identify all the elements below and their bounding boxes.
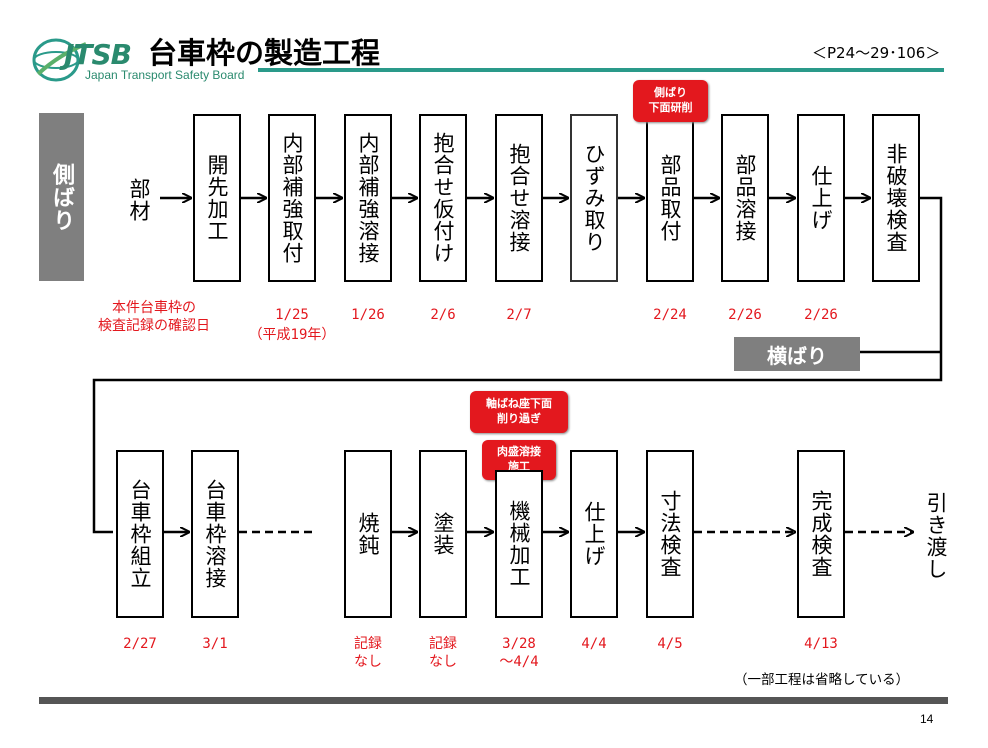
delivery: 引き渡し: [924, 492, 949, 580]
connector-row1-row3: [92, 196, 943, 534]
date-row1-3: 2/6: [430, 307, 456, 323]
step-frame-assembly: 台車枠組立: [116, 450, 164, 618]
header-rule: [258, 68, 944, 72]
footer-rule: [39, 697, 948, 704]
page-title: 台車枠の製造工程: [148, 36, 381, 70]
step-parts-weld: 部品溶接: [721, 114, 769, 282]
step-distortion-removal: ひずみ取り: [570, 114, 618, 282]
step-annealing: 焼鈍: [344, 450, 392, 618]
start-material: 部材: [127, 178, 152, 222]
step-frame-weld: 台車枠溶接: [191, 450, 239, 618]
step-tack-weld: 抱合せ仮付け: [419, 114, 467, 282]
date-row1-4: 2/7: [506, 307, 532, 323]
date-row3-6: 4/4: [581, 636, 607, 652]
step-nondestructive-inspection: 非破壊検査: [872, 114, 920, 282]
logo-subtitle: Japan Transport Safety Board: [85, 68, 245, 82]
date-row3-1: 2/27: [123, 636, 157, 652]
step-parts-attach: 部品取付: [646, 114, 694, 282]
date-row1-1: 1/25: [275, 307, 309, 323]
step-joint-weld: 抱合せ溶接: [495, 114, 543, 282]
year-note: （平成19年）: [248, 327, 336, 343]
date-row1-2: 1/26: [351, 307, 385, 323]
date-row1-5: 2/24: [653, 307, 687, 323]
date-row3-4: 記録 なし: [429, 636, 457, 670]
step-machining: 機械加工: [495, 470, 543, 618]
date-row3-8: 4/13: [804, 636, 838, 652]
cross-beam-label: 横ばり: [734, 337, 860, 371]
step-finishing-2: 仕上げ: [570, 450, 618, 618]
jtsb-logo: JTSB Japan Transport Safety Board: [30, 34, 260, 84]
date-row1-6: 2/26: [728, 307, 762, 323]
date-row3-5: 3/28 ～4/4: [499, 636, 539, 670]
date-row1-7: 2/26: [804, 307, 838, 323]
step-edge-prep: 開先加工: [193, 114, 241, 282]
step-dimension-inspection: 寸法検査: [646, 450, 694, 618]
step-finishing: 仕上げ: [797, 114, 845, 282]
date-row3-3: 記録 なし: [354, 636, 382, 670]
dates-label: 本件台車枠の 検査記録の確認日: [98, 300, 210, 334]
step-inner-reinforce-weld: 内部補強溶接: [344, 114, 392, 282]
omission-note: （一部工程は省略している）: [734, 672, 910, 688]
step-inner-reinforce-attach: 内部補強取付: [268, 114, 316, 282]
logo-wordmark: JTSB: [64, 38, 132, 71]
page-reference: ＜P24～29･106＞: [812, 44, 941, 62]
step-final-inspection: 完成検査: [797, 450, 845, 618]
globe-icon: [32, 38, 87, 82]
side-beam-label: 側ばり: [39, 113, 84, 281]
date-row3-7: 4/5: [657, 636, 683, 652]
step-painting: 塗装: [419, 450, 467, 618]
note-axle-spring-seat-overcut: 軸ばね座下面 削り過ぎ: [470, 391, 568, 433]
page-number: 14: [920, 712, 934, 726]
date-row3-2: 3/1: [202, 636, 228, 652]
note-underside-grinding: 側ばり 下面研削: [633, 80, 708, 122]
